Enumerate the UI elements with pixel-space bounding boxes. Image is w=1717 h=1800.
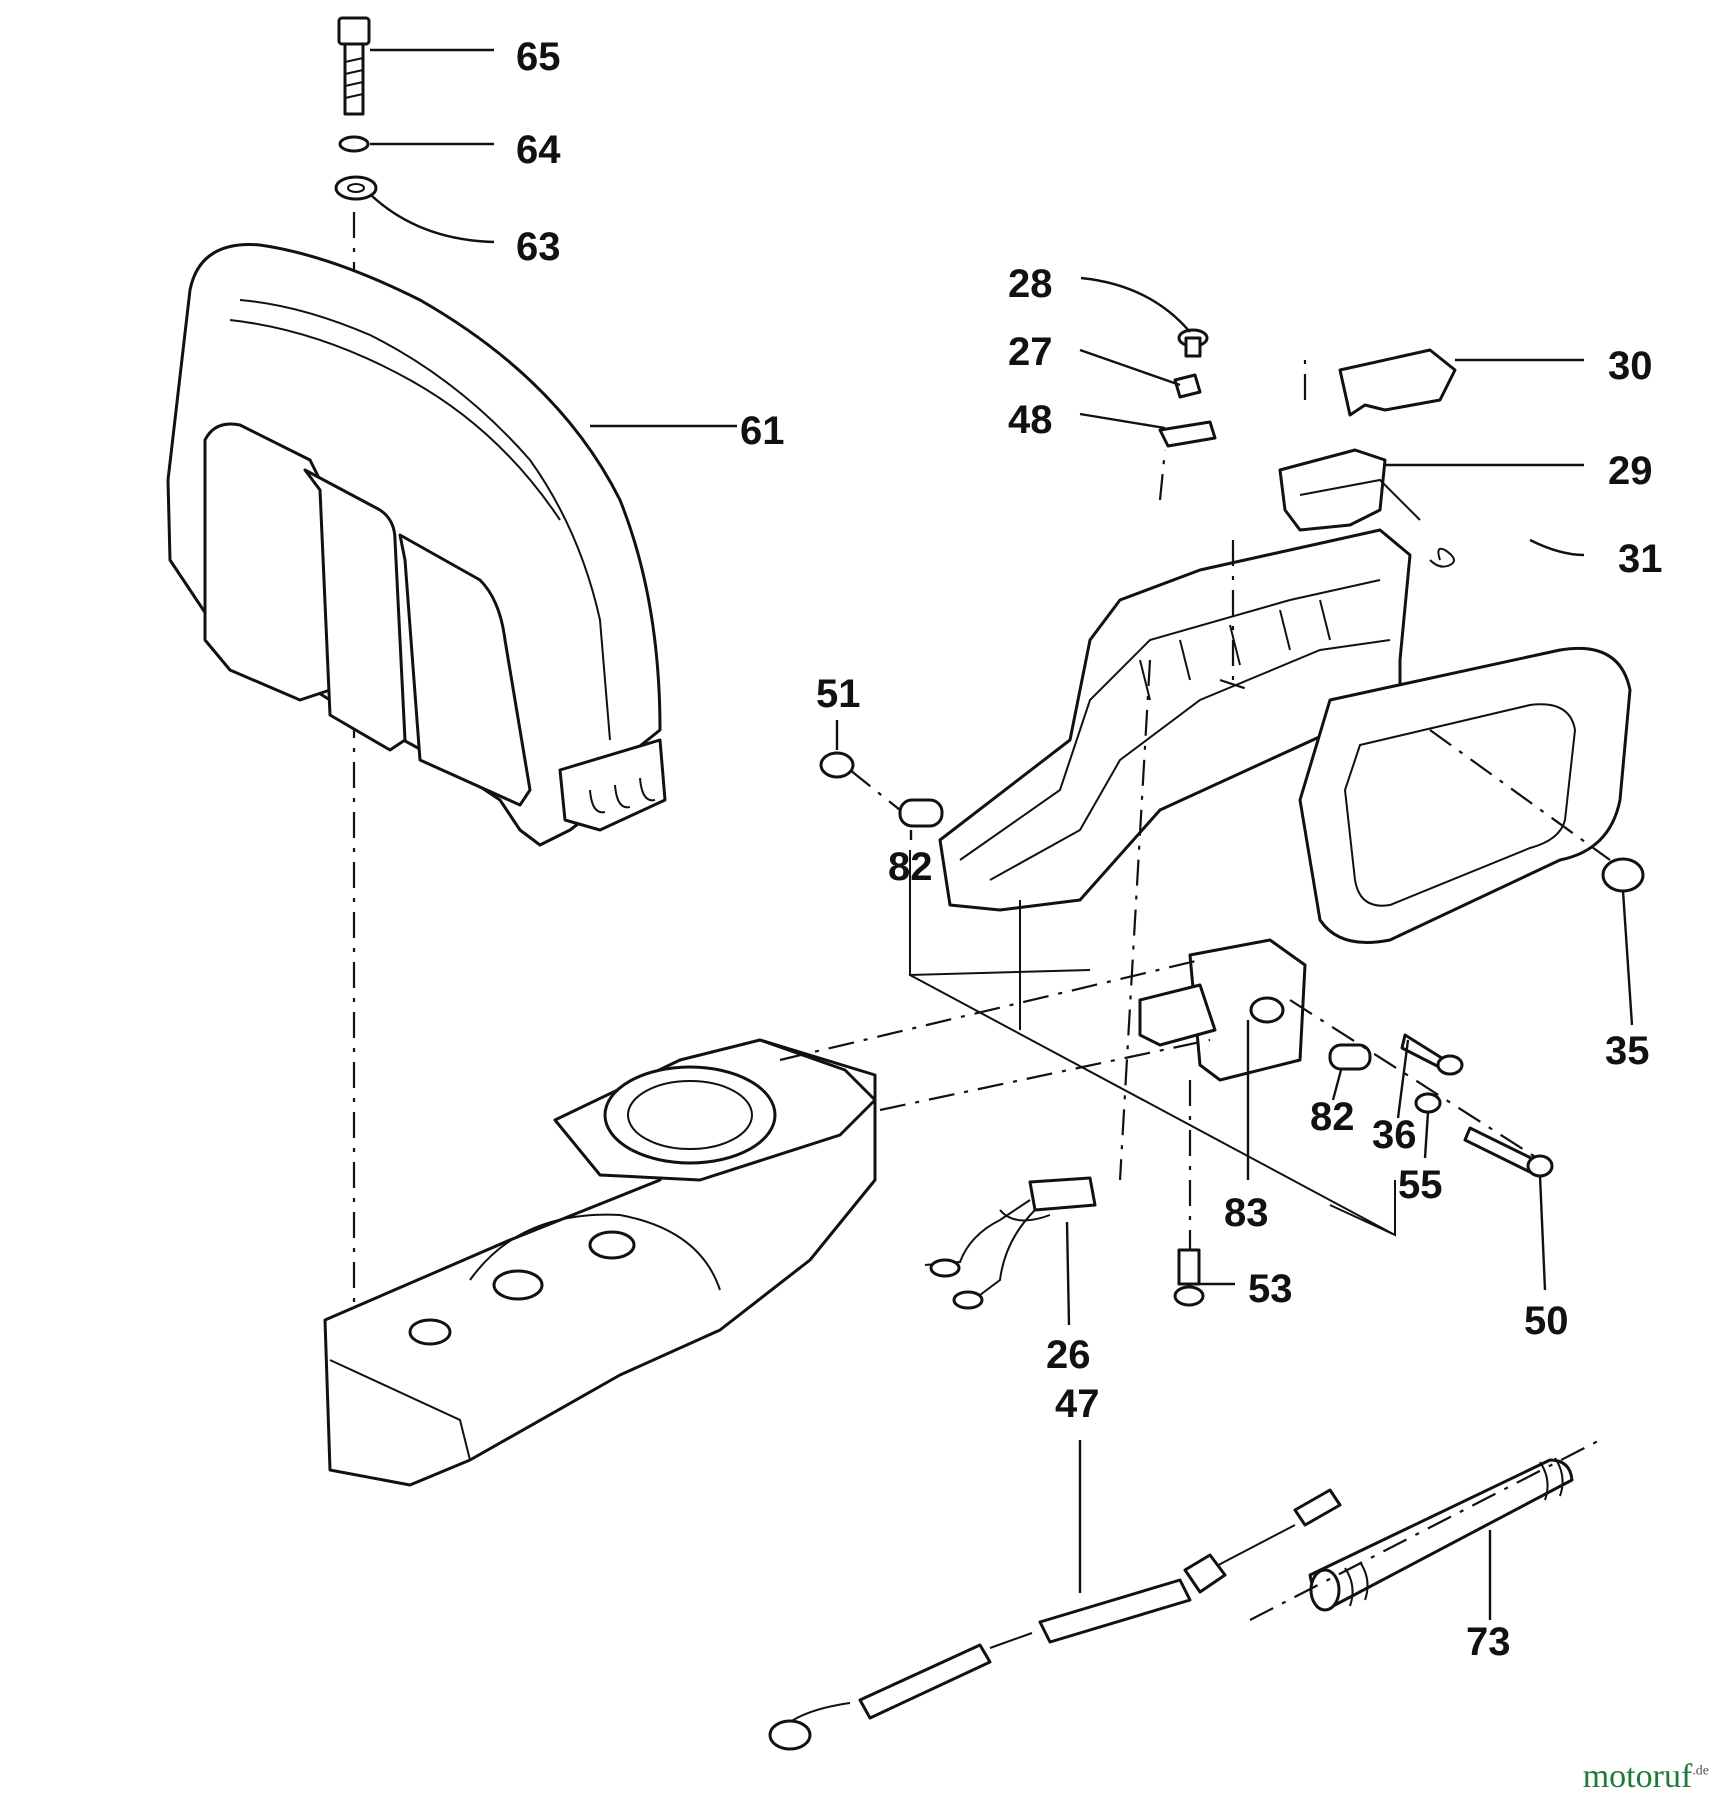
callout-label: 28 xyxy=(1008,262,1053,306)
bolt-part xyxy=(337,16,371,116)
callout-label: 47 xyxy=(1055,1382,1100,1426)
watermark-logo: motoruf.de xyxy=(1583,1758,1709,1796)
callout-label: 82 xyxy=(1310,1095,1355,1139)
callout-label: 51 xyxy=(816,672,861,716)
callout-label: 65 xyxy=(516,35,561,79)
callout-label: 50 xyxy=(1524,1299,1569,1343)
callout-label: 55 xyxy=(1398,1163,1443,1207)
callout-label: 29 xyxy=(1608,449,1653,493)
watermark-suffix: .de xyxy=(1692,1763,1709,1779)
bushing-part xyxy=(819,751,1645,1071)
callout-label: 31 xyxy=(1618,537,1663,581)
lock-washer-part xyxy=(338,135,370,153)
assembly-lines xyxy=(779,360,1611,1250)
leader-lines xyxy=(370,48,1634,1620)
callout-label: 30 xyxy=(1608,344,1653,388)
callout-label: 36 xyxy=(1372,1113,1417,1157)
throttle-cable-part xyxy=(768,1488,1342,1751)
washer-part xyxy=(334,175,378,201)
screws-part xyxy=(1173,1033,1554,1307)
callout-label: 63 xyxy=(516,225,561,269)
callout-label: 48 xyxy=(1008,398,1053,442)
front-handle-part xyxy=(166,243,667,847)
callout-label: 26 xyxy=(1046,1333,1091,1377)
callout-label: 53 xyxy=(1248,1267,1293,1311)
gear-case-part xyxy=(323,1038,877,1487)
rear-handle-frame-part xyxy=(938,528,1632,1082)
callout-label: 73 xyxy=(1466,1620,1511,1664)
callout-label: 82 xyxy=(888,845,933,889)
screw-nut-plate-part xyxy=(1158,328,1217,448)
callout-label: 64 xyxy=(516,128,561,172)
callout-label: 61 xyxy=(740,409,785,453)
switch-part xyxy=(924,1176,1097,1310)
watermark-text: motoruf xyxy=(1582,1758,1693,1795)
throttle-lever-part xyxy=(1278,348,1457,568)
callout-label: 27 xyxy=(1008,330,1053,374)
cable-tube-part xyxy=(1249,1439,1601,1621)
callout-labels: 65 64 63 61 28 27 48 30 29 31 51 82 35 3… xyxy=(516,35,1663,1664)
callout-label: 35 xyxy=(1605,1029,1650,1073)
callout-label: 83 xyxy=(1224,1191,1269,1235)
